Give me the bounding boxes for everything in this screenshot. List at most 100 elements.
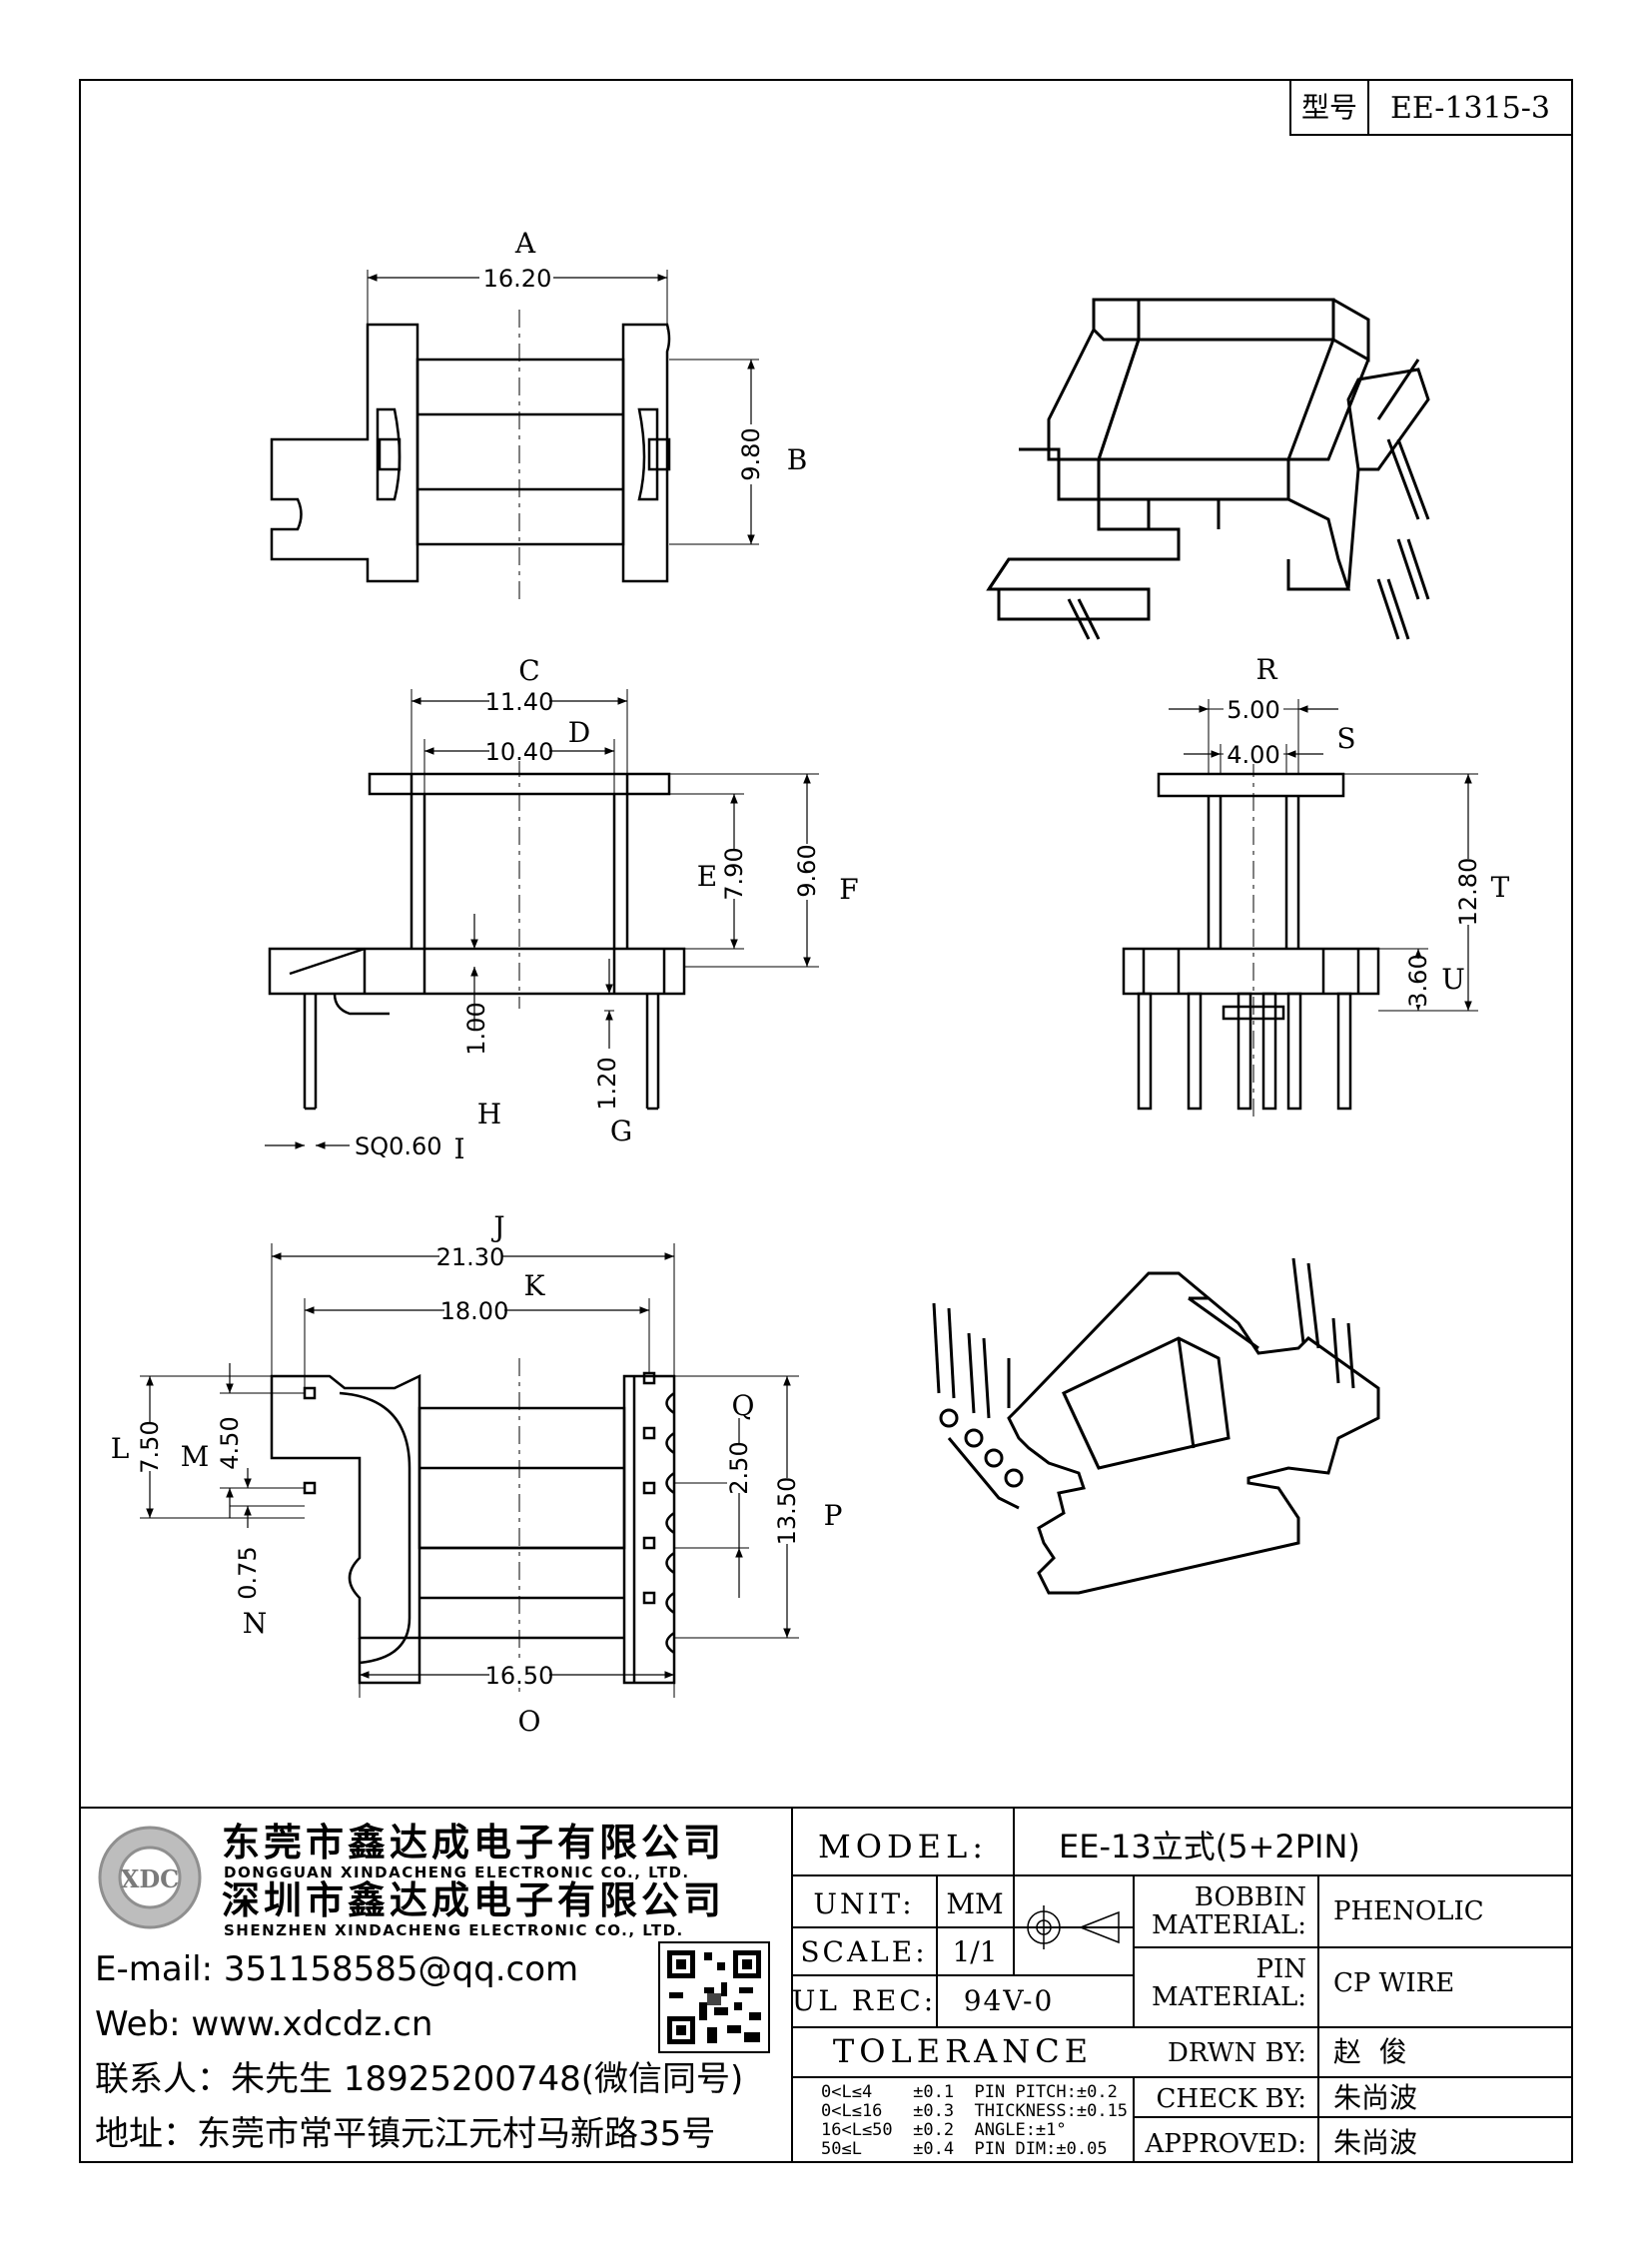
- pin-material-label-2: MATERIAL:: [1152, 1982, 1306, 2012]
- dim-P-value: 13.50: [773, 1477, 801, 1546]
- company-name-dg: 东莞市鑫达成电子有限公司: [222, 1821, 725, 1865]
- dim-U-label: U: [1441, 963, 1465, 996]
- dim-P-label: P: [824, 1499, 843, 1532]
- dim-Q-value: 2.50: [725, 1441, 753, 1494]
- dim-B: 9.80 B: [669, 359, 808, 545]
- dim-R: 5.00 R: [1169, 653, 1338, 774]
- dim-K: 18.00 K: [304, 1269, 650, 1388]
- tolerance-line-2: 0<L≤16 ±0.3 THICKNESS:±0.15: [821, 2101, 1128, 2121]
- company-web: Web: www.xdcdz.cn: [95, 2004, 432, 2044]
- unit-label: UNIT:: [813, 1887, 914, 1920]
- model-label: MODEL:: [818, 1828, 988, 1866]
- dim-N-value: 0.75: [234, 1546, 262, 1599]
- dim-G-value: 1.20: [593, 1057, 621, 1110]
- dim-O: 16.50 O: [359, 1662, 675, 1738]
- dim-N: 0.75 N: [230, 1468, 305, 1640]
- dim-S: 4.00 S: [1184, 722, 1356, 774]
- dim-R-label: R: [1255, 653, 1277, 686]
- company-name-dg-en: DONGGUAN XINDACHENG ELECTRONIC CO., LTD.: [224, 1864, 690, 1881]
- dim-U-value: 3.60: [1404, 954, 1432, 1007]
- company-name-sz-en: SHENZHEN XINDACHENG ELECTRONIC CO., LTD.: [224, 1921, 684, 1939]
- dim-M-label: M: [181, 1440, 210, 1473]
- dim-L: 7.50 L: [111, 1375, 305, 1519]
- dim-Q-label: Q: [732, 1389, 755, 1422]
- tolerance-line-1: 0<L≤4 ±0.1 PIN PITCH:±0.2: [821, 2082, 1118, 2102]
- view-top: [270, 310, 671, 599]
- view-front: [268, 759, 686, 1111]
- approved-label: APPROVED:: [1144, 2129, 1306, 2159]
- scale-value: 1/1: [952, 1935, 997, 1968]
- company-contact: 联系人：朱先生 18925200748(微信同号): [95, 2059, 743, 2099]
- dim-A-label: A: [514, 227, 536, 260]
- dim-K-value: 18.00: [440, 1297, 509, 1325]
- dim-C-label: C: [518, 654, 539, 687]
- type-header: 型号 EE-1315-3: [1289, 79, 1573, 136]
- company-logo: XDC: [98, 1826, 202, 1929]
- dim-G-label: G: [610, 1115, 632, 1147]
- dim-S-label: S: [1336, 722, 1355, 755]
- dim-M-value: 4.50: [216, 1416, 244, 1469]
- view-bottom: [270, 1358, 676, 1698]
- iso-view-bottom: [932, 1257, 1380, 1595]
- dim-T-value: 12.80: [1454, 858, 1482, 927]
- dim-I-value: SQ0.60: [355, 1132, 442, 1160]
- tolerance-line-4: 50≤L ±0.4 PIN DIM:±0.05: [821, 2139, 1108, 2159]
- dim-J-value: 21.30: [436, 1243, 505, 1271]
- projection-symbol-icon: [1019, 1905, 1127, 1949]
- company-email: E-mail: 351158585@qq.com: [95, 1949, 578, 1989]
- dim-R-value: 5.00: [1227, 696, 1279, 724]
- qr-code-icon: [658, 1941, 770, 2053]
- dim-S-value: 4.00: [1227, 741, 1279, 769]
- dim-F: 9.60 F: [669, 773, 859, 968]
- company-name-sz: 深圳市鑫达成电子有限公司: [222, 1878, 725, 1922]
- dim-N-label: N: [243, 1607, 268, 1640]
- model-value: EE-13立式(5+2PIN): [1059, 1828, 1360, 1866]
- dim-O-label: O: [518, 1705, 541, 1738]
- dim-J: 21.30 J: [271, 1210, 675, 1376]
- dim-B-label: B: [787, 443, 808, 476]
- company-address: 地址：东莞市常平镇元江元村马新路35号: [95, 2114, 715, 2154]
- bobbin-material-value: PHENOLIC: [1333, 1896, 1484, 1926]
- dim-E-label: E: [697, 860, 717, 893]
- scale-label: SCALE:: [800, 1935, 927, 1968]
- check-by-value: 朱尚波: [1333, 2081, 1417, 2114]
- drwn-by-value: 赵 俊: [1333, 2035, 1407, 2068]
- dim-I: SQ0.60 I: [265, 1132, 465, 1165]
- dim-J-label: J: [490, 1210, 504, 1243]
- view-side: [1122, 759, 1380, 1119]
- dim-Q: 2.50 Q: [674, 1389, 754, 1598]
- dim-K-label: K: [524, 1269, 546, 1302]
- pin-material-value: CP WIRE: [1333, 1968, 1454, 1998]
- bobbin-material-label-2: MATERIAL:: [1152, 1910, 1306, 1940]
- tolerance-line-3: 16<L≤50 ±0.2 ANGLE:±1°: [821, 2120, 1067, 2140]
- dim-O-value: 16.50: [485, 1662, 554, 1690]
- type-value: EE-1315-3: [1390, 91, 1550, 126]
- drwn-by-label: DRWN BY:: [1168, 2038, 1306, 2068]
- dim-A-value: 16.20: [483, 265, 552, 293]
- type-label: 型号: [1301, 91, 1357, 124]
- dim-M: 4.50 M: [181, 1363, 305, 1518]
- dim-F-label: F: [839, 873, 858, 906]
- dim-D: 10.40 D: [423, 716, 615, 794]
- ulrec-label: UL REC:: [792, 1984, 936, 2017]
- dim-L-label: L: [111, 1432, 130, 1465]
- dim-H-value: 1.00: [462, 1002, 490, 1055]
- sheet-border: [79, 79, 1573, 2163]
- dim-B-value: 9.80: [737, 427, 765, 480]
- dim-E: 7.90 E: [669, 793, 748, 950]
- pin-material-label-1: PIN: [1255, 1954, 1306, 1984]
- dim-C-value: 11.40: [485, 688, 554, 716]
- iso-view-top: [986, 298, 1430, 640]
- approved-value: 朱尚波: [1333, 2126, 1417, 2159]
- dim-T-label: T: [1491, 871, 1510, 904]
- dim-H: 1.00 H: [462, 914, 501, 1130]
- dim-H-label: H: [477, 1098, 501, 1130]
- dim-F-value: 9.60: [793, 844, 821, 897]
- unit-value: MM: [946, 1887, 1003, 1920]
- dim-D-value: 10.40: [485, 738, 554, 766]
- dim-D-label: D: [568, 716, 590, 749]
- tolerance-label: TOLERANCE: [833, 2032, 1093, 2070]
- dim-E-value: 7.90: [720, 847, 748, 900]
- dim-A: 16.20 A: [367, 227, 668, 330]
